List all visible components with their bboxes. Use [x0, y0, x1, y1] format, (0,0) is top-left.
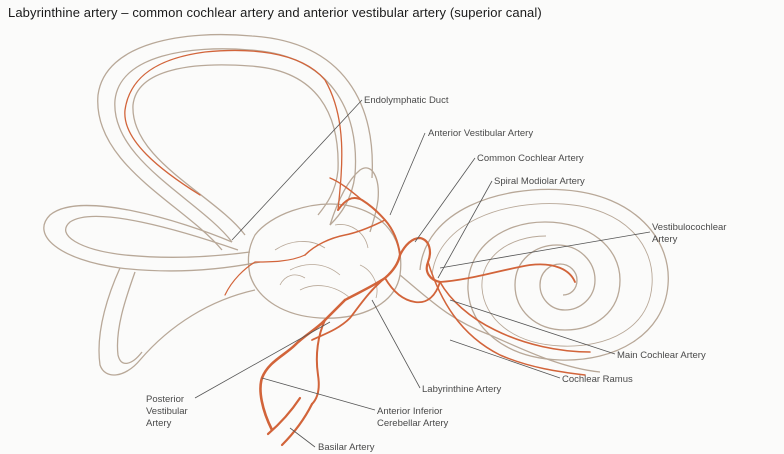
common-cochlear-artery-vessel — [400, 238, 440, 282]
label-aica-line1: Anterior Inferior — [377, 406, 442, 417]
leader-basilar — [290, 428, 315, 447]
cochlea-outer-turn — [420, 189, 668, 360]
leader-vestibulocochlear — [440, 232, 650, 268]
labels: Endolymphatic Duct Anterior Vestibular A… — [146, 95, 726, 453]
superior-canal-inner — [133, 65, 338, 235]
leader-posterior-vestibular — [195, 322, 330, 398]
label-endolymphatic-duct: Endolymphatic Duct — [364, 95, 449, 106]
label-cochlear-ramus: Cochlear Ramus — [562, 374, 633, 385]
aica-branch-vessel — [312, 320, 325, 404]
leader-labyrinthine — [372, 300, 420, 388]
label-basilar-artery: Basilar Artery — [318, 442, 375, 453]
posterior-canal-outline — [44, 206, 260, 271]
leader-main-cochlear — [450, 300, 615, 354]
ampulla-inner — [117, 272, 142, 363]
label-posterior-vestibular-artery-line1: Posterior — [146, 394, 184, 405]
label-posterior-vestibular-artery-line3: Artery — [146, 418, 172, 429]
leader-common-cochlear — [415, 158, 475, 242]
vestibule-detail — [275, 224, 377, 298]
superior-canal-outer — [98, 35, 373, 250]
label-posterior-vestibular-artery-line2: Vestibular — [146, 406, 188, 417]
label-anterior-vestibular-artery: Anterior Vestibular Artery — [428, 128, 533, 139]
vestibulocochlear-artery-vessel — [385, 278, 440, 302]
posterior-vestibular-artery-vessel — [312, 278, 385, 340]
label-vestibulocochlear-artery-line2: Artery — [652, 234, 678, 245]
basilar-artery-vessel — [268, 398, 312, 445]
label-spiral-modiolar-artery: Spiral Modiolar Artery — [494, 176, 585, 187]
posterior-canal-inner — [66, 216, 250, 257]
label-aica-line2: Cerebellar Artery — [377, 418, 449, 429]
leader-anterior-vestibular — [390, 133, 425, 215]
avessel-branch-2 — [330, 178, 362, 200]
superior-canal-vessel — [125, 50, 342, 210]
avessel-branch-1 — [305, 220, 385, 255]
label-labyrinthine-artery: Labyrinthine Artery — [422, 384, 501, 395]
label-common-cochlear-artery: Common Cochlear Artery — [477, 153, 584, 164]
anterior-vestibular-artery-vessel — [338, 198, 400, 255]
label-vestibulocochlear-artery-line1: Vestibulocochlear — [652, 222, 726, 233]
aica-vessel — [260, 300, 345, 430]
labyrinth-outline — [44, 35, 668, 375]
label-main-cochlear-artery: Main Cochlear Artery — [617, 350, 706, 361]
spiral-modiolar-artery-vessel — [440, 264, 575, 282]
vestibule-outline — [248, 204, 400, 318]
arteries — [125, 50, 590, 445]
leader-endolymphatic-duct — [232, 100, 362, 240]
